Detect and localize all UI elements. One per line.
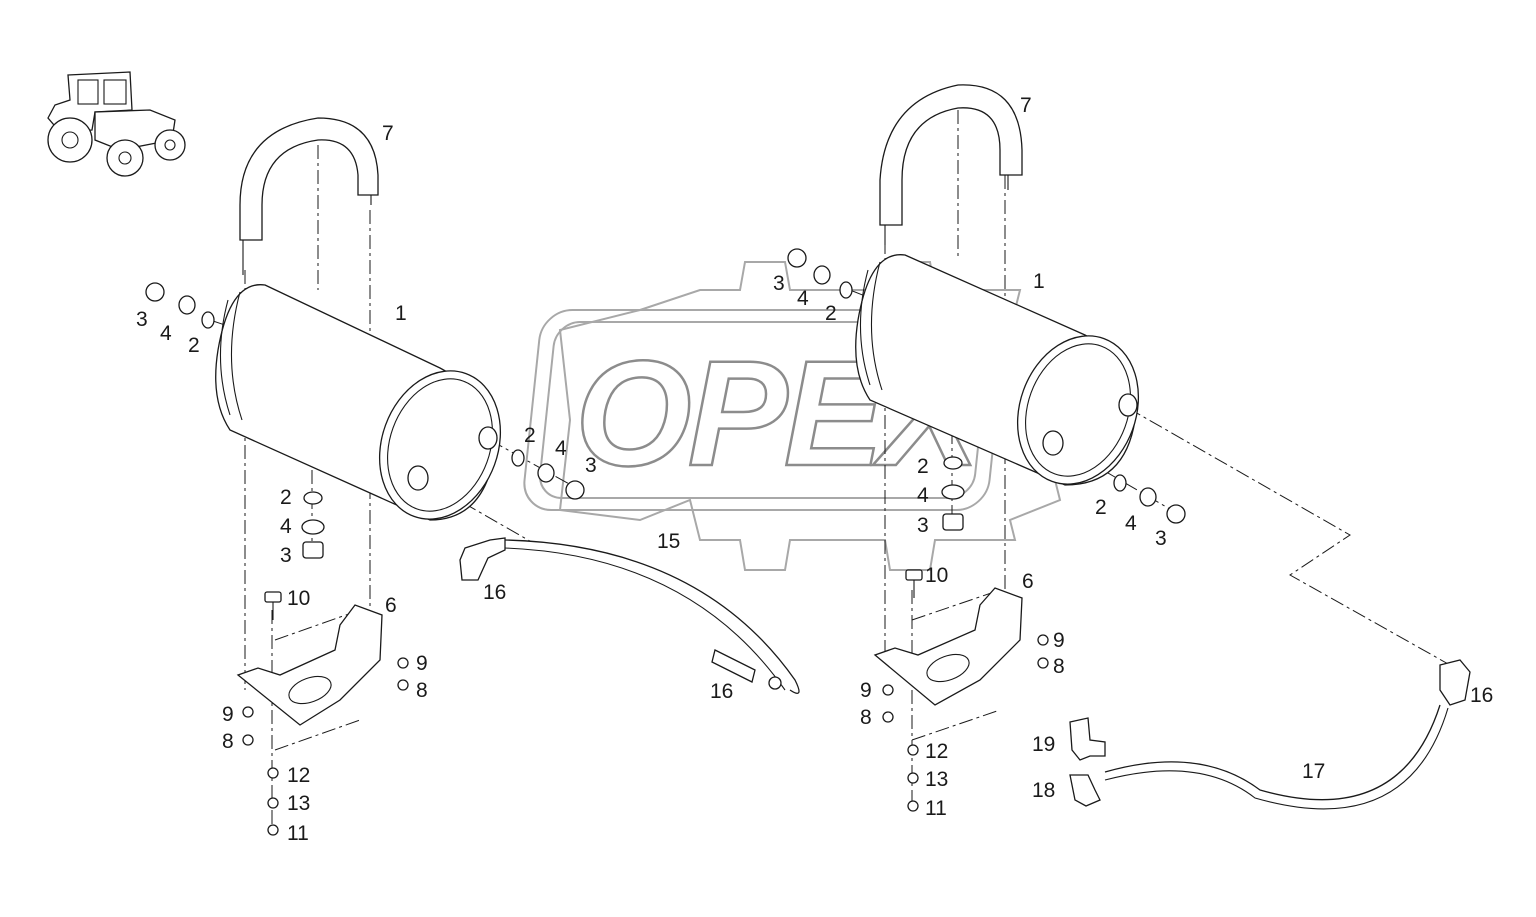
- callout-2: 2: [524, 424, 536, 447]
- callout-2: 2: [1095, 496, 1107, 519]
- callout-4: 4: [280, 515, 292, 538]
- callout-8: 8: [1053, 655, 1065, 678]
- callout-9: 9: [416, 652, 428, 675]
- callout-2: 2: [280, 486, 292, 509]
- callout-16: 16: [710, 680, 733, 703]
- callout-4: 4: [160, 322, 172, 345]
- callout-3: 3: [585, 454, 597, 477]
- straight-fitting-16b: [711, 649, 756, 683]
- callout-18: 18: [1032, 779, 1055, 802]
- right-tank-assembly: [787, 84, 1186, 812]
- tee-fitting-19: [1069, 717, 1106, 761]
- tank-strap-left: [239, 117, 379, 241]
- elbow-fitting-16c: [1439, 659, 1471, 706]
- callout-11: 11: [287, 822, 309, 845]
- callout-2: 2: [917, 455, 929, 478]
- callout-labels: 1 1 2 2 2 2 2 2 3 3 3 3 3 3 4 4 4 4 4 4 …: [136, 94, 1493, 845]
- callout-3: 3: [1155, 527, 1167, 550]
- hose-15-assembly: [459, 537, 800, 694]
- callout-3: 3: [773, 272, 785, 295]
- callout-12: 12: [925, 740, 948, 763]
- callout-11: 11: [925, 797, 947, 820]
- callout-4: 4: [917, 484, 929, 507]
- callout-9: 9: [860, 679, 872, 702]
- callout-1: 1: [1033, 270, 1045, 293]
- callout-6: 6: [1022, 570, 1034, 593]
- callout-16: 16: [1470, 684, 1493, 707]
- callout-17: 17: [1302, 760, 1325, 783]
- callout-10: 10: [925, 564, 948, 587]
- callout-7: 7: [382, 122, 394, 145]
- callout-6: 6: [385, 594, 397, 617]
- callout-2: 2: [825, 302, 837, 325]
- callout-15: 15: [657, 530, 680, 553]
- tank-strap-right: [879, 84, 1023, 226]
- callout-7: 7: [1020, 94, 1032, 117]
- callout-9: 9: [222, 703, 234, 726]
- callout-1: 1: [395, 302, 407, 325]
- callout-13: 13: [925, 768, 948, 791]
- callout-13: 13: [287, 792, 310, 815]
- mounting-bracket-left: [236, 604, 383, 726]
- left-tank-assembly: [145, 117, 585, 836]
- callout-8: 8: [860, 706, 872, 729]
- mounting-bracket-right: [873, 587, 1023, 706]
- callout-19: 19: [1032, 733, 1055, 756]
- callout-4: 4: [797, 287, 809, 310]
- elbow-fitting-18: [1069, 774, 1101, 807]
- callout-12: 12: [287, 764, 310, 787]
- callout-3: 3: [280, 544, 292, 567]
- callout-10: 10: [287, 587, 310, 610]
- hose-17-assembly: [1069, 659, 1471, 810]
- callout-9: 9: [1053, 629, 1065, 652]
- callout-3: 3: [917, 514, 929, 537]
- callout-8: 8: [416, 679, 428, 702]
- callout-8: 8: [222, 730, 234, 753]
- callout-16: 16: [483, 581, 506, 604]
- callout-4: 4: [1125, 512, 1137, 535]
- callout-3: 3: [136, 308, 148, 331]
- callout-2: 2: [188, 334, 200, 357]
- callout-4: 4: [555, 437, 567, 460]
- tractor-icon: [47, 71, 186, 177]
- elbow-fitting-16a: [459, 537, 506, 581]
